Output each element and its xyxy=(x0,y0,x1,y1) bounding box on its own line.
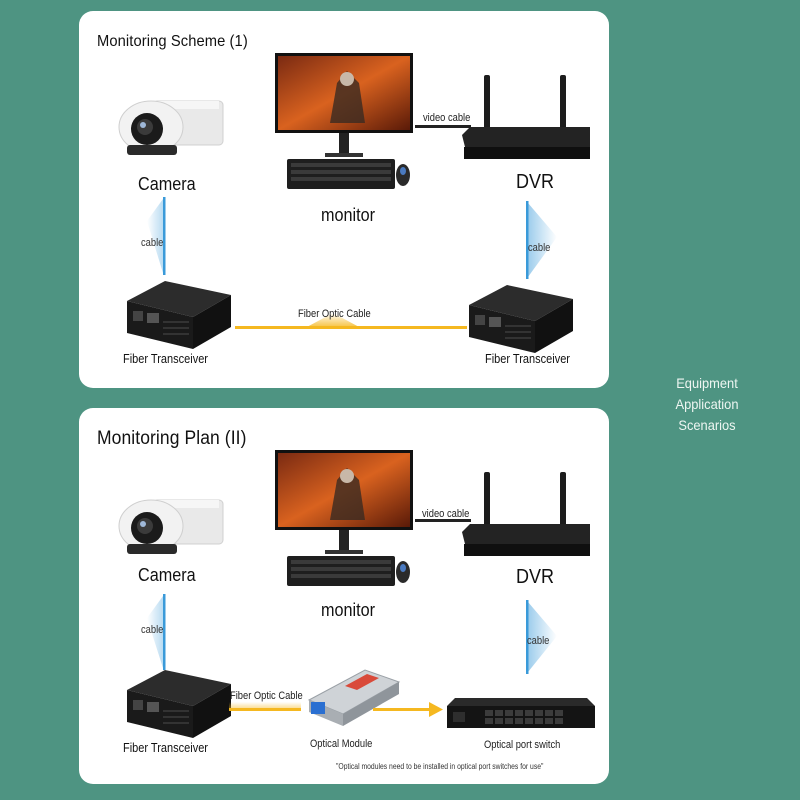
video-cable-label: video cable xyxy=(422,508,470,520)
right-cable-line xyxy=(526,201,557,279)
fiber-optic-cable-label: Fiber Optic Cable xyxy=(230,690,303,702)
fiber-transceiver-left-icon xyxy=(127,281,231,349)
panel-monitoring-scheme-1: Monitoring Scheme (1) Camera xyxy=(79,11,609,388)
left-cable-label: cable xyxy=(141,237,164,249)
monitor-label: monitor xyxy=(321,205,376,225)
fiber-optic-cable-label: Fiber Optic Cable xyxy=(298,308,371,320)
side-caption-line-2: Application xyxy=(675,396,739,412)
optical-port-switch-icon xyxy=(447,698,595,728)
dvr-icon xyxy=(462,472,590,556)
left-cable-line xyxy=(147,197,166,275)
camera-label: Camera xyxy=(138,174,196,194)
panel-monitoring-plan-2: Monitoring Plan (II) Camera xyxy=(79,408,609,784)
dvr-icon xyxy=(462,75,590,159)
side-caption: Equipment Application Scenarios xyxy=(659,373,755,436)
right-cable-label: cable xyxy=(528,242,551,254)
panel-title: Monitoring Plan (II) xyxy=(97,428,247,449)
fiber-transceiver-icon xyxy=(127,670,231,738)
optical-port-switch-label: Optical port switch xyxy=(484,739,561,751)
right-cable-label: cable xyxy=(527,635,550,647)
camera-icon xyxy=(118,499,224,554)
camera-label: Camera xyxy=(138,565,196,585)
monitor-icon xyxy=(275,450,413,586)
right-cable-line xyxy=(526,600,557,674)
arrow-right-icon xyxy=(373,702,443,717)
fiber-transceiver-left-label: Fiber Transceiver xyxy=(123,352,208,366)
optical-module-label: Optical Module xyxy=(310,738,373,750)
left-cable-line xyxy=(147,594,166,670)
camera-icon xyxy=(118,100,224,155)
fiber-transceiver-label: Fiber Transceiver xyxy=(123,741,208,755)
side-caption-line-3: Scenarios xyxy=(678,417,736,433)
video-cable-line xyxy=(415,519,471,522)
dvr-label: DVR xyxy=(516,171,555,193)
fiber-optic-cable-line xyxy=(229,702,301,711)
monitor-label: monitor xyxy=(321,600,376,620)
panel-title: Monitoring Scheme (1) xyxy=(97,33,248,50)
fiber-transceiver-right-label: Fiber Transceiver xyxy=(485,352,570,366)
fiber-transceiver-right-icon xyxy=(469,285,573,353)
video-cable-line xyxy=(415,125,471,128)
left-cable-label: cable xyxy=(141,624,164,636)
monitor-icon xyxy=(275,53,413,189)
dvr-label: DVR xyxy=(516,566,555,588)
video-cable-label: video cable xyxy=(423,112,471,124)
optical-module-icon xyxy=(307,669,401,726)
installation-note: "Optical modules need to be installed in… xyxy=(336,762,544,771)
fiber-optic-cable-line xyxy=(235,313,467,329)
side-caption-line-1: Equipment xyxy=(676,375,738,391)
